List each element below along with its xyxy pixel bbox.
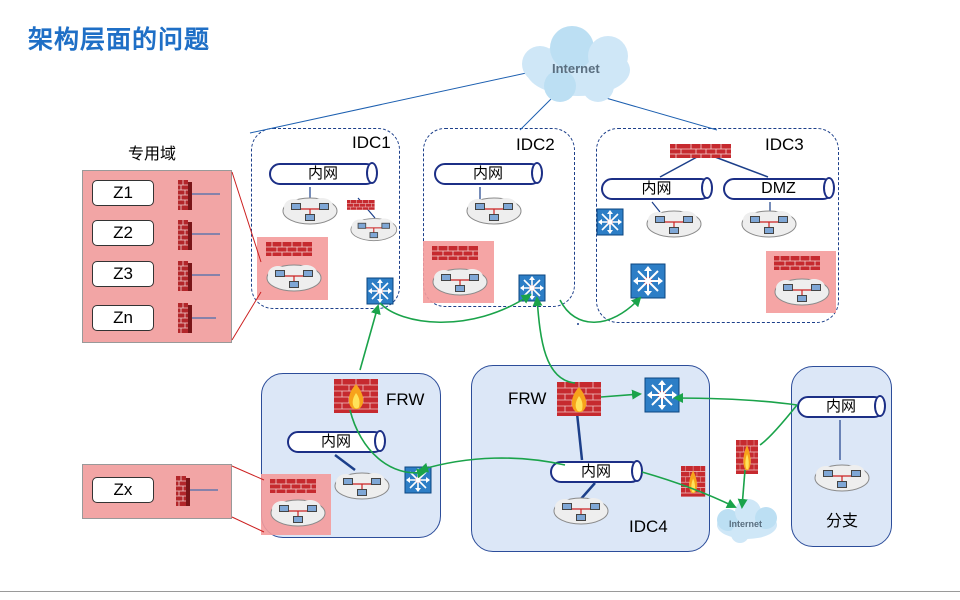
idc2-secure-firewall-icon [431,245,479,261]
frw-left-net-label: 内网 [320,432,351,450]
idc2-switch-icon [518,274,546,302]
zone-zx: Zx [92,477,154,503]
zone-zx-firewall-icon [175,475,191,507]
idc3-core-switch-icon [630,263,666,299]
idc3-intranet-pipe: 内网 [601,177,713,200]
frw-left-secure-firewall-icon [269,478,317,494]
link-idc4-internet [641,471,737,509]
idc2-intranet-pipe: 内网 [434,162,543,185]
zone-zn: Zn [92,305,154,331]
frw-left-switch-icon [404,466,432,494]
link-idc4-frwleft [418,457,566,473]
branch-lan-cloud-icon [814,464,870,492]
idc3-dmz-pipe: DMZ [723,177,835,200]
idc3-small-switch-icon [596,208,624,236]
branch-net-label: 内网 [825,397,856,415]
idc3-label: IDC3 [765,135,804,154]
idc4-lan-cloud-icon [553,497,609,525]
branch-intranet-pipe: 内网 [797,395,886,418]
frw-left-lan-cloud-icon [334,472,390,500]
idc3-net-label: 内网 [641,179,672,197]
idc1-small-firewall-icon [346,199,375,211]
frw-left-secure-cloud-icon [270,499,326,527]
idc3-dmz-cloud-icon [741,210,797,238]
zone-z1: Z1 [92,180,154,206]
branch-label: 分支 [826,511,859,530]
link-idc1-idc2 [379,293,532,324]
frw-left-firewall-icon [333,378,379,414]
zone-zn-firewall-icon [177,302,193,334]
idc1-switch-icon [366,277,394,305]
idc2-label: IDC2 [516,135,555,154]
zone-z2: Z2 [92,220,154,246]
idc4-frw-label: FRW [508,389,547,408]
idc4-firewall-icon [556,381,602,417]
link-branch-idc4 [673,393,798,406]
link-branch-fw [759,404,798,446]
idc2-lan-cloud-icon [466,197,522,225]
idc4-core-switch-icon [644,377,680,413]
link-frw-idc1 [359,304,381,371]
link-idc2-idc3 [559,296,642,323]
zone-z3-firewall-icon [177,260,193,292]
idc3-secure-cloud-icon [774,278,830,306]
zone-z2-firewall-icon [177,219,193,251]
footer-divider [0,591,960,592]
internet-cloud-top-icon [522,26,630,102]
page-title: 架构层面的问题 [28,25,211,54]
idc1-lan-cloud-icon [282,197,338,225]
internet-cloud-bottom-icon [717,499,777,543]
idc2-secure-cloud-icon [432,268,488,296]
idc3-dmz-label: DMZ [761,180,796,197]
link-idc4fw-switch [600,389,642,400]
idc1-net-label: 内网 [307,164,338,182]
idc1-small-lan-cloud-icon [350,218,398,242]
branch-small-firewall-icon [735,439,759,475]
idc1-intranet-pipe: 内网 [269,162,378,185]
idc1-secure-firewall-icon [265,241,313,257]
frw-left-label: FRW [386,390,425,409]
zone-z3: Z3 [92,261,154,287]
idc4-net-label: 内网 [580,462,611,480]
link-branchfw-internet [737,469,748,509]
idc4-intranet-pipe: 内网 [550,460,643,483]
idc4-label: IDC4 [629,517,668,536]
idc3-lan-cloud-icon [646,210,702,238]
idc1-secure-cloud-icon [266,264,322,292]
internet-bottom-label: Internet [729,519,763,529]
link-frw-switch [349,409,427,479]
idc3-secure-firewall-icon [773,255,821,271]
zone-z1-firewall-icon [177,179,193,211]
zone-panel-title: 专用域 [128,144,177,163]
link-idc4-idc2 [532,296,576,384]
internet-top-label: Internet [552,61,600,76]
idc1-label: IDC1 [352,133,391,152]
idc2-net-label: 内网 [472,164,503,182]
idc3-edge-firewall-icon [669,143,732,159]
